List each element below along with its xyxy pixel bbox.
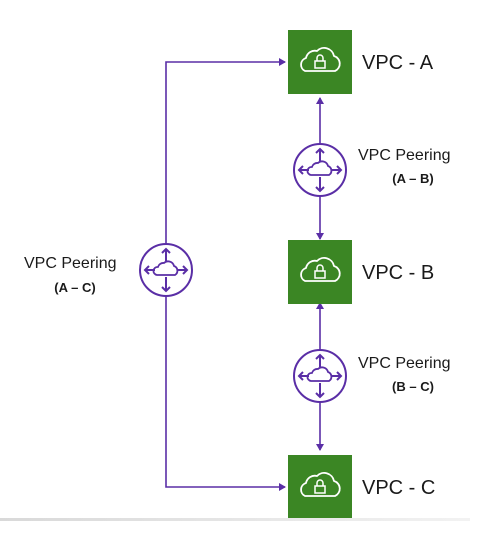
peering-ab-pair: (A – B) <box>392 171 433 186</box>
peering-ac-icon <box>139 243 193 297</box>
page-bottom-edge <box>0 518 470 521</box>
connector-peer-ac-to-a <box>165 58 286 270</box>
peering-ab-label: VPC Peering <box>358 147 451 164</box>
peering-ac-label: VPC Peering <box>24 255 117 272</box>
vpc-a-label: VPC - A <box>362 52 434 74</box>
vpc-b-label: VPC - B <box>362 262 434 284</box>
vpc-c-node <box>288 455 352 519</box>
connector-peer-ac-to-c <box>165 270 286 491</box>
peering-bc-pair: (B – C) <box>392 379 434 394</box>
peering-ac-pair: (A – C) <box>54 280 95 295</box>
vpc-c-label: VPC - C <box>362 477 435 499</box>
vpc-a-node <box>288 30 352 94</box>
vpc-b-node <box>288 240 352 304</box>
peering-ab-icon <box>293 143 347 197</box>
peering-bc-label: VPC Peering <box>358 355 451 372</box>
peering-bc-icon <box>293 349 347 403</box>
